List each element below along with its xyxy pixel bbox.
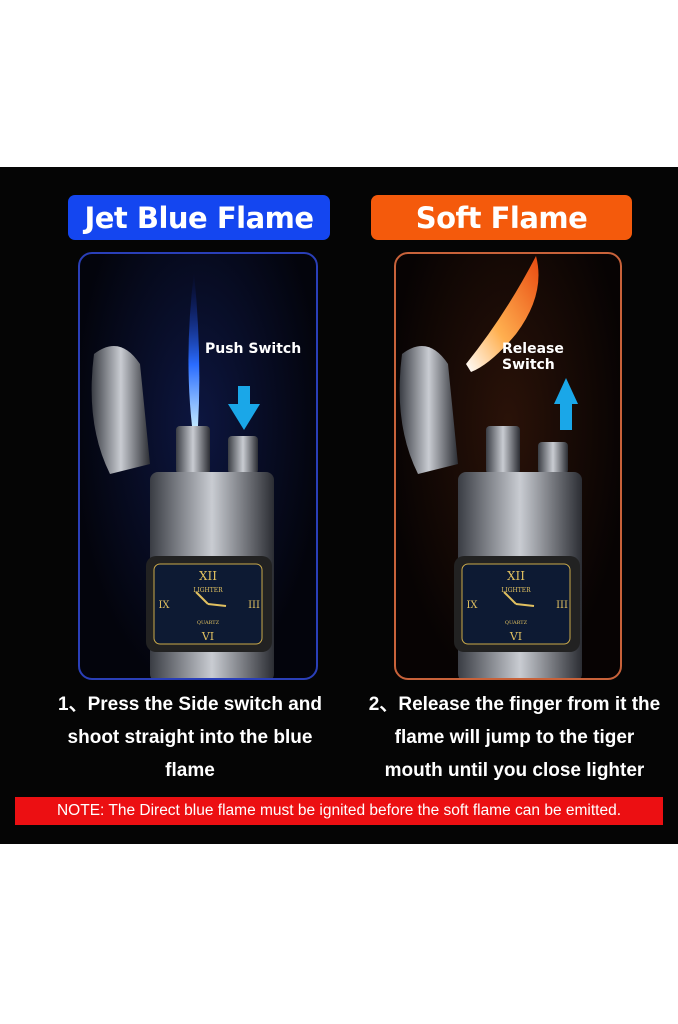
clock-numeral-12: XII xyxy=(199,569,217,583)
blue-flame xyxy=(188,272,200,426)
dragon-head-icon xyxy=(399,346,458,474)
clock-numeral-9: IX xyxy=(158,600,170,611)
step2-line3: mouth until you close lighter xyxy=(384,760,645,781)
clock-brand: LIGHTER xyxy=(193,587,223,594)
clock-numeral-3: III xyxy=(556,600,568,611)
clock-numeral-12: XII xyxy=(507,569,525,583)
lighter-jet-illustration: XII III VI IX LIGHTER QUARTZ xyxy=(91,272,274,678)
soft-flame-panel: XII III VI IX LIGHTER QUARTZ Release Swi… xyxy=(394,252,622,680)
clock-numeral-9: IX xyxy=(466,600,478,611)
note-banner: NOTE: The Direct blue flame must be igni… xyxy=(15,797,663,825)
soft-flame-label: Soft Flame xyxy=(371,195,632,240)
lighter-soft-illustration: XII III VI IX LIGHTER QUARTZ xyxy=(399,256,582,678)
soft-flame xyxy=(466,256,539,372)
step2-description: 2、Release the finger from it the flame w… xyxy=(352,688,677,787)
clock-numeral-6: VI xyxy=(509,630,522,643)
clock-sub: QUARTZ xyxy=(505,620,528,626)
arrow-up-icon xyxy=(554,378,578,430)
step1-description: 1、Press the Side switch and shoot straig… xyxy=(40,688,340,787)
step2-line1: 2、Release the finger from it the xyxy=(368,694,661,715)
step2-line2: flame will jump to the tiger xyxy=(394,727,635,748)
step1-line2: shoot straight into the blue xyxy=(67,727,313,748)
step1-line3: flame xyxy=(165,760,215,781)
release-switch-label: Release Switch xyxy=(502,341,564,373)
clock-numeral-6: VI xyxy=(201,630,214,643)
clock-sub: QUARTZ xyxy=(197,620,220,626)
dragon-head-icon xyxy=(91,346,150,474)
jet-flame-panel: XII III VI IX LIGHTER QUARTZ Push Switch xyxy=(78,252,318,680)
push-switch-label: Push Switch xyxy=(205,341,302,357)
step1-line1: 1、Press the Side switch and xyxy=(58,694,322,715)
arrow-down-icon xyxy=(228,386,260,430)
clock-brand: LIGHTER xyxy=(501,587,531,594)
clock-numeral-3: III xyxy=(248,600,260,611)
jet-blue-flame-label: Jet Blue Flame xyxy=(68,195,330,240)
